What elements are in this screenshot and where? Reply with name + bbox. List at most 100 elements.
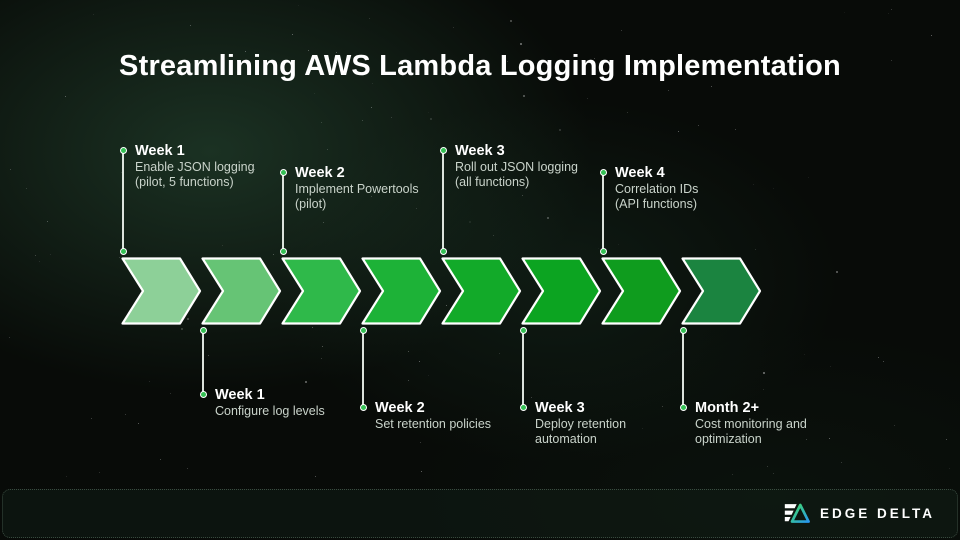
star-dot bbox=[371, 196, 373, 198]
star-dot bbox=[124, 414, 126, 415]
star-dot bbox=[38, 260, 40, 262]
milestone-dot bbox=[679, 403, 687, 411]
milestone-description: Set retention policies bbox=[375, 417, 492, 431]
milestone-description: automation bbox=[535, 431, 597, 446]
footer: EDGE DELTA bbox=[2, 489, 958, 538]
star-dot bbox=[65, 475, 67, 477]
star-dot bbox=[368, 18, 370, 20]
star-dot bbox=[91, 418, 92, 420]
star-dot bbox=[430, 117, 433, 120]
star-dot bbox=[803, 353, 805, 355]
star-dot bbox=[474, 176, 476, 178]
star-dot bbox=[621, 30, 623, 32]
star-dot bbox=[298, 4, 300, 6]
star-dot bbox=[647, 167, 648, 169]
star-dot bbox=[314, 475, 316, 477]
star-dot bbox=[763, 371, 766, 374]
star-dot bbox=[773, 188, 775, 189]
milestone-dot bbox=[359, 326, 367, 334]
star-dot bbox=[64, 96, 66, 98]
star-dot bbox=[547, 216, 550, 219]
star-dot bbox=[841, 462, 843, 464]
star-dot bbox=[829, 366, 831, 368]
star-dot bbox=[170, 393, 172, 395]
milestone-dot bbox=[599, 247, 607, 255]
slide-title: Streamlining AWS Lambda Logging Implemen… bbox=[119, 50, 841, 82]
milestone-connector bbox=[202, 330, 204, 394]
star-dot bbox=[697, 125, 699, 127]
star-dot bbox=[428, 112, 430, 114]
star-dot bbox=[322, 221, 324, 223]
milestone-description: (pilot, 5 functions) bbox=[135, 174, 234, 189]
milestone-description: Roll out JSON logging bbox=[455, 160, 578, 174]
star-dot bbox=[887, 13, 889, 15]
star-dot bbox=[304, 381, 307, 384]
star-dot bbox=[321, 357, 323, 359]
milestone-description: Cost monitoring and bbox=[695, 417, 807, 431]
chevron-step-1 bbox=[121, 257, 202, 325]
milestone-title: Week 3 bbox=[535, 400, 585, 416]
star-dot bbox=[597, 248, 599, 250]
milestone-dot bbox=[279, 168, 287, 176]
star-dot bbox=[492, 234, 494, 236]
star-dot bbox=[883, 360, 884, 362]
star-dot bbox=[891, 60, 893, 62]
milestone-dot bbox=[199, 390, 207, 398]
star-dot bbox=[469, 220, 471, 223]
star-dot bbox=[254, 168, 256, 170]
star-dot bbox=[930, 34, 932, 36]
star-dot bbox=[9, 168, 11, 170]
star-dot bbox=[523, 94, 526, 97]
star-dot bbox=[222, 244, 223, 246]
brand-name: EDGE DELTA bbox=[819, 506, 935, 521]
milestone-description: optimization bbox=[695, 431, 762, 446]
star-dot bbox=[808, 177, 810, 178]
star-dot bbox=[322, 345, 323, 347]
star-dot bbox=[186, 468, 188, 470]
star-dot bbox=[731, 474, 733, 476]
star-dot bbox=[187, 317, 189, 320]
star-dot bbox=[208, 355, 209, 356]
milestone-description: Implement Powertools bbox=[295, 182, 419, 196]
star-dot bbox=[362, 119, 364, 121]
star-dot bbox=[519, 42, 522, 45]
chevron-step-3 bbox=[281, 257, 362, 325]
star-dot bbox=[586, 98, 588, 99]
star-dot bbox=[244, 51, 246, 53]
milestone-description: (pilot) bbox=[295, 196, 327, 211]
star-dot bbox=[320, 121, 322, 123]
star-dot bbox=[391, 117, 393, 118]
star-dot bbox=[618, 244, 620, 246]
star-dot bbox=[828, 438, 830, 440]
star-dot bbox=[667, 89, 669, 91]
star-dot bbox=[767, 466, 769, 468]
milestone-description: Configure log levels bbox=[215, 404, 325, 418]
star-dot bbox=[593, 57, 595, 59]
milestone-connector bbox=[522, 330, 524, 407]
star-dot bbox=[530, 396, 532, 398]
milestone-connector bbox=[602, 172, 604, 251]
chevron-step-2 bbox=[201, 257, 282, 325]
star-dot bbox=[372, 83, 374, 85]
star-dot bbox=[752, 184, 754, 186]
milestone-dot bbox=[199, 326, 207, 334]
star-dot bbox=[427, 374, 429, 376]
star-dot bbox=[312, 326, 314, 328]
chevron-step-5 bbox=[441, 257, 522, 325]
milestone-dot bbox=[599, 168, 607, 176]
milestone-description: Deploy retention bbox=[535, 417, 627, 431]
star-dot bbox=[407, 350, 409, 352]
star-dot bbox=[34, 255, 36, 257]
edge-delta-logo: EDGE DELTA bbox=[783, 501, 935, 527]
milestone-dot bbox=[119, 247, 127, 255]
milestone-connector bbox=[122, 150, 124, 251]
milestone-connector bbox=[282, 172, 284, 251]
star-dot bbox=[25, 188, 27, 190]
milestone-title: Week 1 bbox=[135, 143, 185, 159]
star-dot bbox=[160, 459, 162, 461]
star-dot bbox=[335, 52, 337, 54]
star-dot bbox=[762, 389, 764, 391]
milestone-connector bbox=[682, 330, 684, 407]
